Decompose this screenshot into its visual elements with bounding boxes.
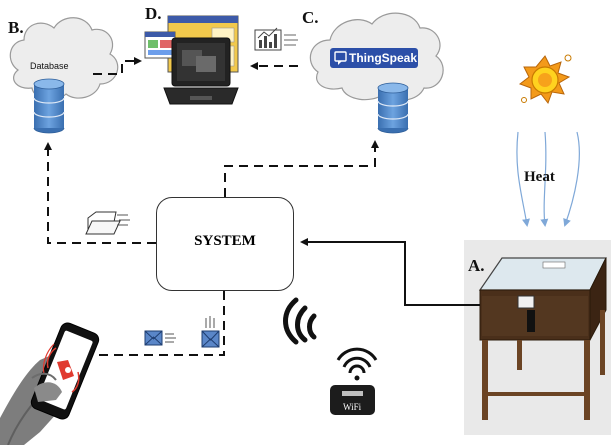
database-icon bbox=[33, 78, 65, 134]
sun-icon bbox=[518, 54, 572, 105]
analytics-chart-icon bbox=[254, 27, 298, 51]
label-c: C. bbox=[302, 8, 319, 27]
database-cloud bbox=[9, 17, 119, 101]
database-label: Database bbox=[30, 61, 69, 71]
folder-icon bbox=[85, 211, 130, 235]
phone-icon bbox=[0, 322, 100, 445]
thingspeak-badge bbox=[330, 48, 418, 68]
label-d: D. bbox=[145, 4, 162, 23]
system-label: SYSTEM bbox=[194, 233, 256, 249]
wifi-label: WiFi bbox=[343, 402, 362, 412]
drying-box bbox=[464, 240, 611, 435]
thingspeak-label: ThingSpeak bbox=[349, 51, 418, 65]
heat-label: Heat bbox=[524, 169, 555, 185]
envelope-icon-2 bbox=[201, 316, 220, 348]
system-box bbox=[156, 197, 294, 291]
wireless-signal-icon bbox=[283, 297, 317, 345]
label-a: A. bbox=[468, 256, 485, 275]
connection-lines bbox=[44, 57, 480, 359]
laptop-icon bbox=[163, 37, 239, 105]
thingspeak-database-icon bbox=[377, 82, 409, 134]
label-b: B. bbox=[8, 18, 24, 37]
wifi-icon bbox=[330, 347, 378, 415]
envelope-icon bbox=[144, 330, 176, 346]
heat-arrows bbox=[516, 131, 580, 227]
